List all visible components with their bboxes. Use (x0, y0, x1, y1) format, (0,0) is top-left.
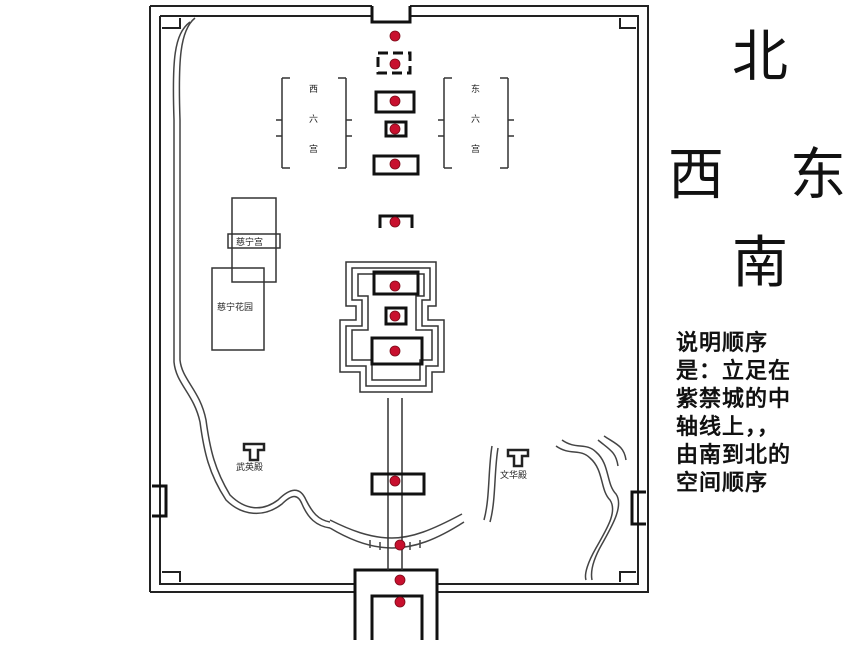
axis-marker (389, 95, 401, 107)
cining-buildings (211, 197, 281, 351)
outer-court-complex (339, 261, 445, 393)
east-six-palaces-label-3: 宫 (471, 143, 480, 155)
west-six-palaces (276, 77, 352, 169)
map-labels: 西 六 宫 东 六 宫 慈宁宫 慈宁花园 武英殿 文华殿 (217, 83, 527, 481)
axis-marker (394, 574, 406, 586)
axis-marker (389, 310, 401, 322)
axis-marker (389, 158, 401, 170)
axis-marker (389, 475, 401, 487)
side-gates (152, 484, 646, 526)
east-six-palaces-label-2: 六 (471, 113, 480, 125)
axis-marker (389, 216, 401, 228)
axis-marker (389, 280, 401, 292)
east-six-palaces (438, 77, 514, 169)
cining-garden-label: 慈宁花园 (217, 301, 253, 313)
forbidden-city-map: 西 六 宫 东 六 宫 慈宁宫 慈宁花园 武英殿 文华殿 (149, 5, 649, 640)
east-six-palaces-label-1: 东 (471, 83, 480, 95)
west-channel (172, 17, 331, 529)
golden-water-stream (329, 513, 465, 550)
outer-wall (149, 5, 649, 593)
axis-marker (394, 596, 406, 608)
axis-marker (394, 539, 406, 551)
axis-markers (389, 30, 406, 608)
wenhua-hall-label: 文华殿 (500, 469, 527, 481)
direction-north: 北 (732, 25, 788, 90)
east-channel (483, 435, 627, 581)
west-six-palaces-label-2: 六 (309, 113, 318, 125)
axis-marker (389, 30, 401, 42)
order-description: 说明顺序是：立足在紫禁城的中轴线上，，由南到北的空间顺序 (676, 331, 792, 496)
cining-palace-label: 慈宁宫 (236, 236, 263, 248)
direction-south: 南 (732, 231, 788, 296)
wuying-hall-label: 武英殿 (236, 461, 263, 473)
side-halls (242, 442, 530, 468)
north-gate (370, 6, 412, 24)
direction-west: 西 (668, 143, 724, 208)
axis-marker (389, 345, 401, 357)
west-six-palaces-label-1: 西 (309, 84, 318, 95)
west-six-palaces-label-3: 宫 (309, 143, 318, 155)
direction-east: 东 (790, 143, 846, 208)
axis-marker (389, 123, 401, 135)
central-halls (370, 51, 426, 496)
axis-marker (389, 58, 401, 70)
meridian-gate (353, 568, 439, 640)
